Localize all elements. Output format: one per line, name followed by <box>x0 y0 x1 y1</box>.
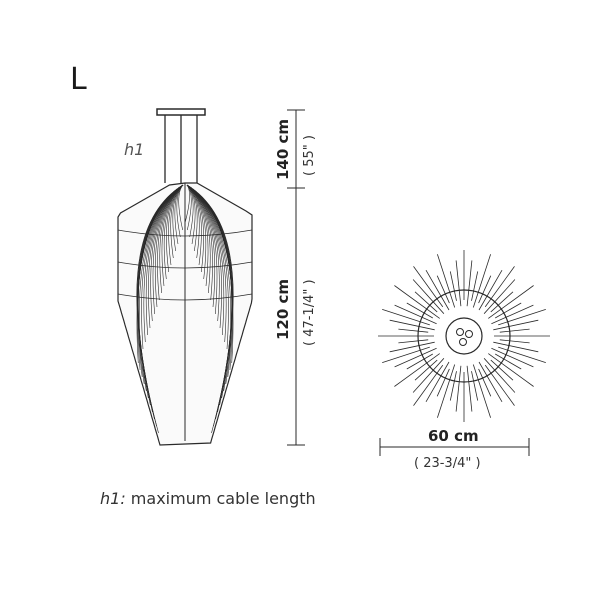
lamp-body <box>117 182 253 446</box>
footnote-text: maximum cable length <box>125 489 316 508</box>
size-label: L <box>70 62 87 97</box>
height-imperial: ( 47-1/4" ) <box>302 279 317 346</box>
suspension-cables <box>164 115 198 183</box>
footnote: h1: maximum cable length <box>100 489 316 508</box>
top-view <box>378 250 550 422</box>
cable-length-marker: h1 <box>124 140 145 159</box>
cable-length-imperial: ( 55" ) <box>302 135 317 176</box>
cable-length-metric: 140 cm <box>274 118 292 180</box>
footnote-key: h1: <box>100 489 126 508</box>
height-dimension-lines <box>287 109 305 446</box>
ceiling-canopy <box>156 108 206 116</box>
width-metric: 60 cm <box>428 427 479 445</box>
height-metric: 120 cm <box>274 278 292 340</box>
width-imperial: ( 23-3/4" ) <box>414 456 481 471</box>
width-dimension-line <box>379 438 530 456</box>
